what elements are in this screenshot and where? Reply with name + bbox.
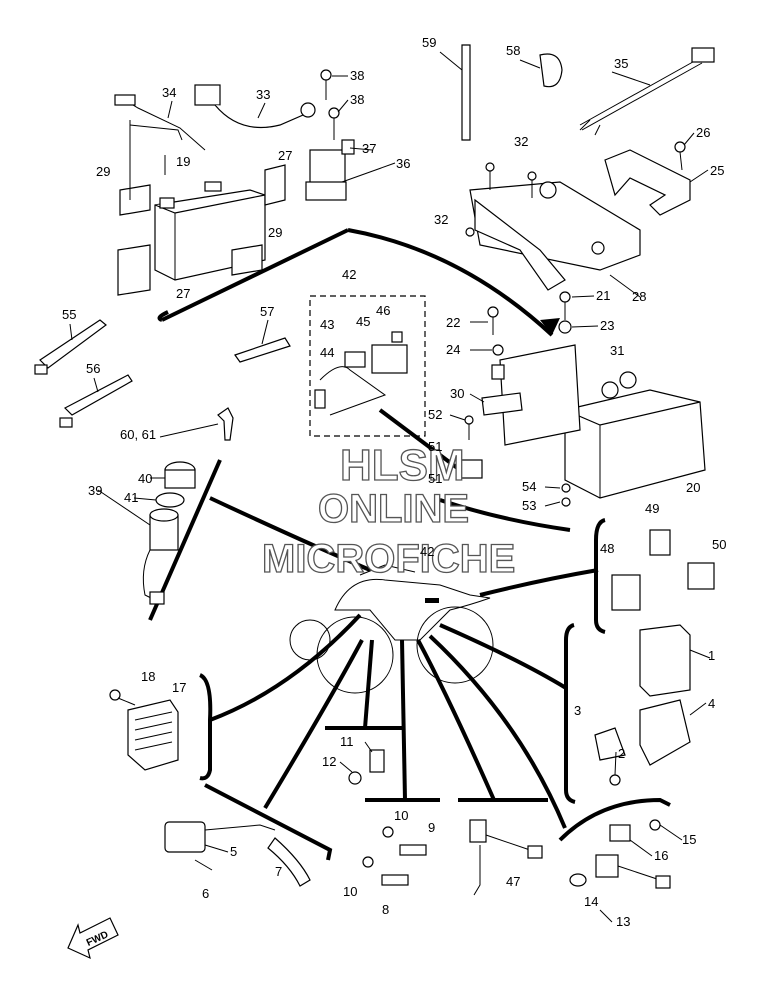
callout-56: 56 bbox=[86, 361, 100, 376]
callout-53: 53 bbox=[522, 498, 536, 513]
callout-27-lower: 27 bbox=[176, 286, 190, 301]
callout-6: 6 bbox=[202, 886, 209, 901]
callout-42-box: 42 bbox=[342, 267, 356, 282]
callout-7: 7 bbox=[275, 864, 282, 879]
tray-assembly bbox=[465, 162, 641, 291]
switches-8-9 bbox=[362, 826, 427, 886]
fwd-arrow: FWD bbox=[67, 917, 119, 960]
watermark-line-3: MICROFICHE bbox=[262, 537, 515, 581]
callout-42-bike: 42 bbox=[420, 544, 434, 559]
callout-47: 47 bbox=[506, 874, 520, 889]
callout-23: 23 bbox=[600, 318, 614, 333]
callout-36: 36 bbox=[396, 156, 410, 171]
callout-32-top: 32 bbox=[514, 134, 528, 149]
rectifier-regulator bbox=[109, 689, 179, 771]
callout-58: 58 bbox=[506, 43, 520, 58]
callout-13: 13 bbox=[616, 914, 630, 929]
callout-21: 21 bbox=[596, 288, 610, 303]
callout-54: 54 bbox=[522, 479, 536, 494]
harness-lines bbox=[161, 228, 599, 829]
callout-29-left: 29 bbox=[96, 164, 110, 179]
motorcycle-outline bbox=[289, 564, 494, 694]
callout-32-left: 32 bbox=[434, 212, 448, 227]
callout-45: 45 bbox=[356, 314, 370, 329]
callout-55: 55 bbox=[62, 307, 76, 322]
callout-26: 26 bbox=[696, 125, 710, 140]
ignition-coil bbox=[164, 821, 311, 887]
callout-48: 48 bbox=[600, 541, 614, 556]
sensor-11 bbox=[348, 749, 385, 785]
callout-labels: 1 2 3 4 5 6 7 8 9 10 10 11 12 13 14 15 1… bbox=[62, 35, 726, 929]
callout-18: 18 bbox=[141, 669, 155, 684]
watermark: HLSM ONLINE MICROFICHE bbox=[261, 440, 516, 581]
callout-19: 19 bbox=[176, 154, 190, 169]
callout-20: 20 bbox=[686, 480, 700, 495]
callout-41: 41 bbox=[124, 490, 138, 505]
bands-and-keys bbox=[34, 319, 291, 441]
callout-2: 2 bbox=[618, 746, 625, 761]
callout-16: 16 bbox=[654, 848, 668, 863]
callout-29-right: 29 bbox=[268, 225, 282, 240]
callout-40: 40 bbox=[138, 471, 152, 486]
callout-35: 35 bbox=[614, 56, 628, 71]
watermark-line-1: HLSM bbox=[340, 441, 465, 490]
callout-27-upper: 27 bbox=[278, 148, 292, 163]
callout-38-lower: 38 bbox=[350, 92, 364, 107]
callout-9: 9 bbox=[428, 820, 435, 835]
callout-3: 3 bbox=[574, 703, 581, 718]
group-42-box bbox=[309, 295, 426, 437]
group-42-parts bbox=[314, 331, 408, 416]
callout-8: 8 bbox=[382, 902, 389, 917]
sensor-47 bbox=[469, 819, 543, 896]
relay-assembly bbox=[305, 69, 355, 201]
callout-59: 59 bbox=[422, 35, 436, 50]
bracket-25 bbox=[604, 141, 691, 216]
group-brackets bbox=[148, 310, 671, 861]
callout-43: 43 bbox=[320, 317, 334, 332]
callout-4: 4 bbox=[708, 696, 715, 711]
callout-39: 39 bbox=[88, 483, 102, 498]
battery-assembly bbox=[114, 84, 316, 296]
relays-48-50 bbox=[611, 529, 715, 611]
callout-50: 50 bbox=[712, 537, 726, 552]
callout-31: 31 bbox=[610, 343, 624, 358]
callout-10-lower: 10 bbox=[343, 884, 357, 899]
callout-17: 17 bbox=[172, 680, 186, 695]
callout-46: 46 bbox=[376, 303, 390, 318]
callout-1: 1 bbox=[708, 648, 715, 663]
callout-14: 14 bbox=[584, 894, 598, 909]
callout-49: 49 bbox=[645, 501, 659, 516]
callout-51-lower: 51 bbox=[428, 471, 442, 486]
leader-lines bbox=[69, 51, 711, 923]
callout-5: 5 bbox=[230, 844, 237, 859]
callout-25: 25 bbox=[710, 163, 724, 178]
callout-34: 34 bbox=[162, 85, 176, 100]
callout-33: 33 bbox=[256, 87, 270, 102]
electrical-box bbox=[459, 291, 706, 507]
watermark-line-2: ONLINE bbox=[318, 487, 469, 531]
main-switch bbox=[142, 461, 196, 605]
cdi-unit bbox=[594, 624, 691, 786]
callout-38-upper: 38 bbox=[350, 68, 364, 83]
callout-22: 22 bbox=[446, 315, 460, 330]
callout-57: 57 bbox=[260, 304, 274, 319]
callout-12: 12 bbox=[322, 754, 336, 769]
callout-60-61: 60, 61 bbox=[120, 427, 156, 442]
sensor-13-16 bbox=[569, 819, 671, 889]
band-clamp-leads bbox=[461, 44, 715, 141]
callout-10-upper: 10 bbox=[394, 808, 408, 823]
callout-52: 52 bbox=[428, 407, 442, 422]
callout-15: 15 bbox=[682, 832, 696, 847]
callout-11: 11 bbox=[340, 734, 354, 749]
callout-37: 37 bbox=[362, 141, 376, 156]
callout-24: 24 bbox=[446, 342, 460, 357]
callout-30: 30 bbox=[450, 386, 464, 401]
callout-51-upper: 51 bbox=[428, 439, 442, 454]
callout-44: 44 bbox=[320, 345, 334, 360]
